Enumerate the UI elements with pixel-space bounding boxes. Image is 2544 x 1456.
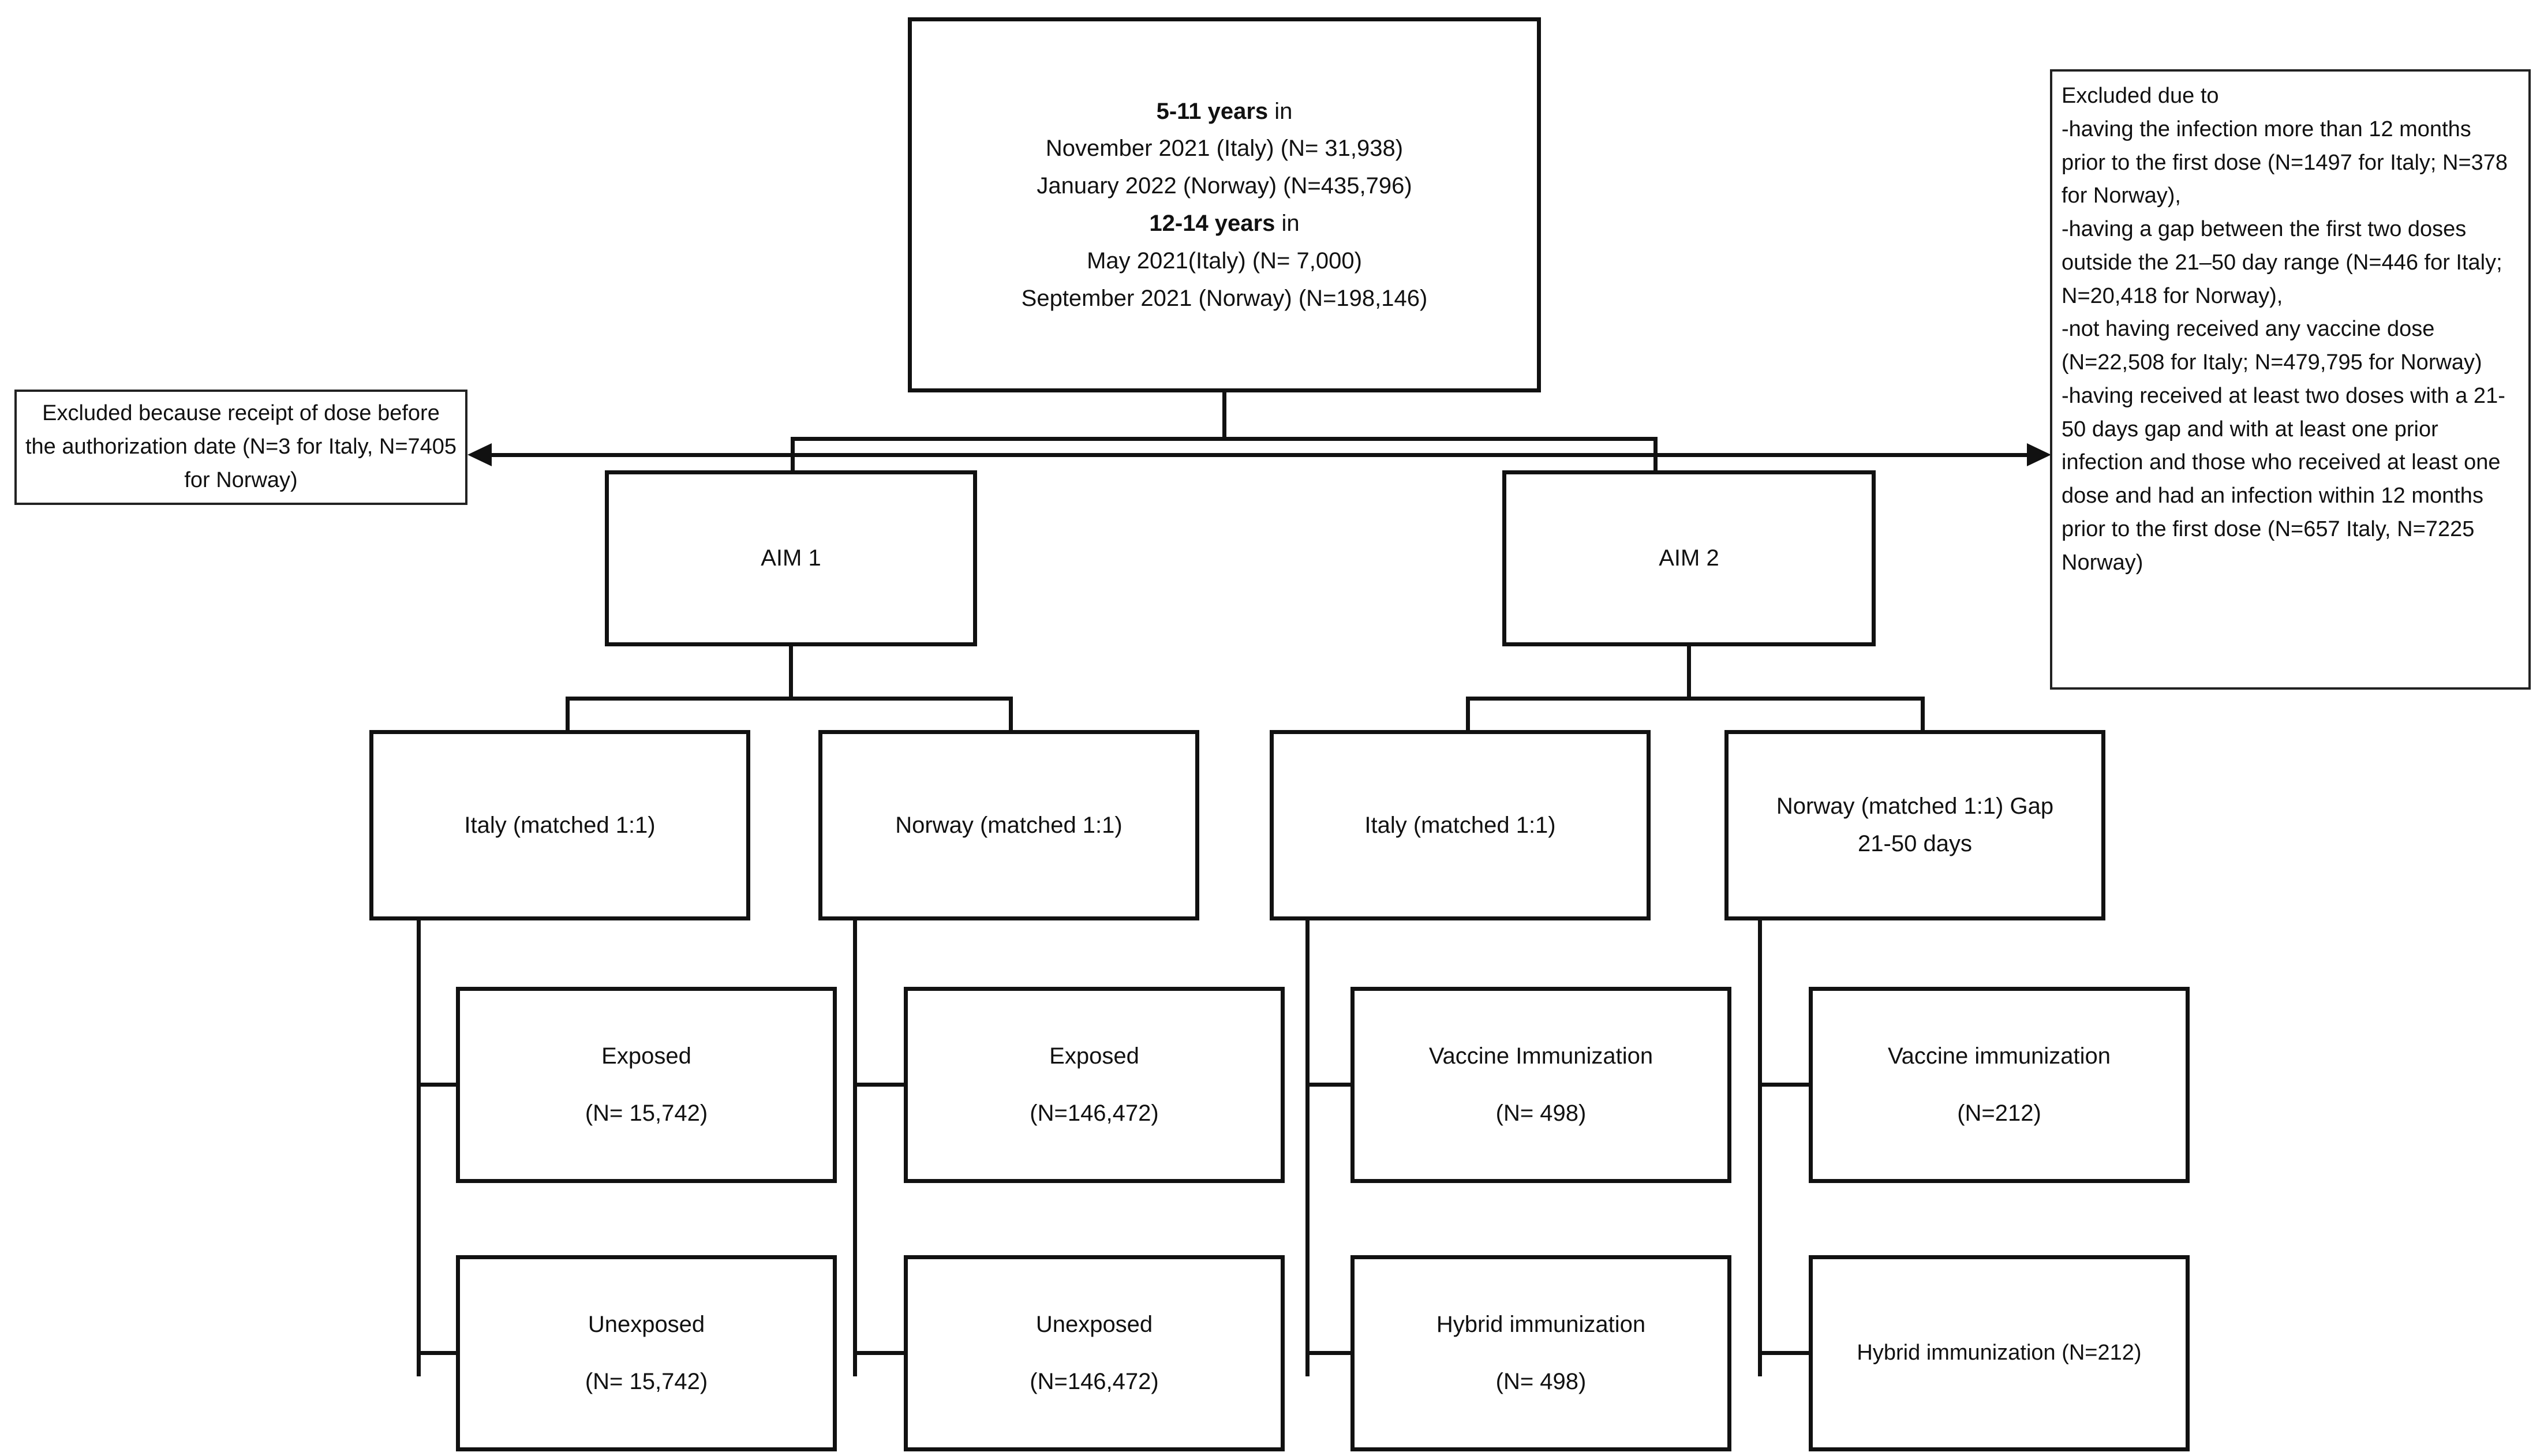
cohort-line-1-rest: in xyxy=(1268,98,1293,124)
cohort-line-4: 12-14 years in xyxy=(922,205,1527,242)
aim2-italy-vaccine-box: Vaccine Immunization (N= 498) xyxy=(1350,987,1731,1183)
aim2-italy-label: Italy (matched 1:1) xyxy=(1364,812,1556,838)
aim1-norway-unexposed-box: Unexposed (N=146,472) xyxy=(904,1255,1285,1451)
cohort-line-4-bold: 12-14 years xyxy=(1149,211,1275,236)
connector-aim1-norway-spine xyxy=(853,920,857,1376)
connector-aim1-italy-spine xyxy=(417,920,421,1376)
connector-aim2-norway-to-vaccine xyxy=(1758,1083,1810,1087)
aim2-norway-box: Norway (matched 1:1) Gap 21-50 days xyxy=(1724,730,2105,920)
connector-aim1-down xyxy=(789,646,793,698)
arrow-right-exclusion-line xyxy=(1073,453,2029,457)
connector-aim2-left-down xyxy=(1466,697,1470,731)
connector-aim1-bar xyxy=(566,697,1013,701)
cohort-line-6: September 2021 (Norway) (N=198,146) xyxy=(1021,285,1428,311)
aim1-norway-exposed-box: Exposed (N=146,472) xyxy=(904,987,1285,1183)
aim2-box: AIM 2 xyxy=(1502,470,1876,646)
cohort-line-5: May 2021(Italy) (N= 7,000) xyxy=(1087,248,1362,274)
aim1-box: AIM 1 xyxy=(605,470,977,646)
aim2-norway-hybrid-box: Hybrid immunization (N=212) xyxy=(1809,1255,2190,1451)
excluded-authorization-date-box: Excluded because receipt of dose before … xyxy=(14,390,467,505)
excluded-criteria-box: Excluded due to -having the infection mo… xyxy=(2050,69,2531,690)
aim2-norway-vaccine-label: Vaccine immunization xyxy=(1887,1043,2111,1069)
aim1-norway-exposed-count: (N=146,472) xyxy=(1030,1101,1159,1126)
aim1-italy-unexposed-label: Unexposed xyxy=(588,1312,705,1338)
connector-aim2-down xyxy=(1687,646,1691,698)
aim1-norway-unexposed-count: (N=146,472) xyxy=(1030,1369,1159,1394)
cohort-line-4-rest: in xyxy=(1275,211,1300,236)
aim2-italy-hybrid-count: (N= 498) xyxy=(1495,1369,1587,1394)
aim1-italy-exposed-label: Exposed xyxy=(601,1043,691,1069)
connector-cohort-down xyxy=(1222,392,1226,439)
aim1-italy-unexposed-count: (N= 15,742) xyxy=(585,1369,708,1394)
connector-aim2-norway-spine xyxy=(1758,920,1762,1376)
aim2-norway-label-line1: Norway (matched 1:1) Gap xyxy=(1776,793,2054,819)
cohort-line-1-bold: 5-11 years xyxy=(1156,98,1269,124)
connector-split-bar xyxy=(791,437,1658,441)
connector-aim1-italy-to-exposed xyxy=(417,1083,457,1087)
arrow-right-exclusion-head xyxy=(2027,443,2051,466)
cohort-line-1: 5-11 years in xyxy=(922,93,1527,130)
aim1-italy-exposed-box: Exposed (N= 15,742) xyxy=(456,987,837,1183)
connector-aim2-italy-to-vaccine xyxy=(1305,1083,1352,1087)
connector-aim2-italy-spine xyxy=(1305,920,1310,1376)
cohort-line-2: November 2021 (Italy) (N= 31,938) xyxy=(1045,136,1404,162)
cohort-line-3: January 2022 (Norway) (N=435,796) xyxy=(1037,173,1412,199)
aim1-norway-label: Norway (matched 1:1) xyxy=(895,812,1123,838)
aim1-italy-box: Italy (matched 1:1) xyxy=(369,730,750,920)
aim1-norway-exposed-label: Exposed xyxy=(1049,1043,1139,1069)
arrow-left-exclusion-head xyxy=(467,443,492,466)
connector-aim2-norway-to-hybrid xyxy=(1758,1351,1810,1355)
aim1-norway-box: Norway (matched 1:1) xyxy=(818,730,1199,920)
excluded-authorization-date-text: Excluded because receipt of dose before … xyxy=(25,401,457,492)
excluded-criteria-text: Excluded due to -having the infection mo… xyxy=(2062,84,2508,575)
aim1-norway-unexposed-label: Unexposed xyxy=(1035,1312,1153,1338)
connector-aim1-left-down xyxy=(566,697,570,731)
connector-aim1-right-down xyxy=(1009,697,1013,731)
arrow-left-exclusion-line xyxy=(488,453,1376,457)
aim1-italy-label: Italy (matched 1:1) xyxy=(464,812,656,838)
aim2-italy-box: Italy (matched 1:1) xyxy=(1270,730,1651,920)
study-population-box: 5-11 years in November 2021 (Italy) (N= … xyxy=(908,17,1541,392)
aim2-norway-label-line2: 21-50 days xyxy=(1858,831,1972,856)
aim1-italy-exposed-count: (N= 15,742) xyxy=(585,1101,708,1126)
connector-aim1-italy-to-unexposed xyxy=(417,1351,457,1355)
aim2-italy-hybrid-label: Hybrid immunization xyxy=(1436,1312,1646,1338)
connector-aim2-italy-to-hybrid xyxy=(1305,1351,1352,1355)
aim2-norway-vaccine-box: Vaccine immunization (N=212) xyxy=(1809,987,2190,1183)
aim1-label: AIM 1 xyxy=(761,545,821,571)
aim2-italy-vaccine-count: (N= 498) xyxy=(1495,1101,1587,1126)
aim2-norway-vaccine-count: (N=212) xyxy=(1957,1101,2041,1126)
aim2-italy-hybrid-box: Hybrid immunization (N= 498) xyxy=(1350,1255,1731,1451)
aim1-italy-unexposed-box: Unexposed (N= 15,742) xyxy=(456,1255,837,1451)
aim2-label: AIM 2 xyxy=(1659,545,1719,571)
aim2-norway-hybrid-label: Hybrid immunization (N=212) xyxy=(1857,1341,2142,1365)
connector-aim1-norway-to-unexposed xyxy=(853,1351,905,1355)
connector-aim1-norway-to-exposed xyxy=(853,1083,905,1087)
aim2-italy-vaccine-label: Vaccine Immunization xyxy=(1428,1043,1653,1069)
connector-aim2-right-down xyxy=(1921,697,1925,731)
connector-aim2-bar xyxy=(1466,697,1925,701)
